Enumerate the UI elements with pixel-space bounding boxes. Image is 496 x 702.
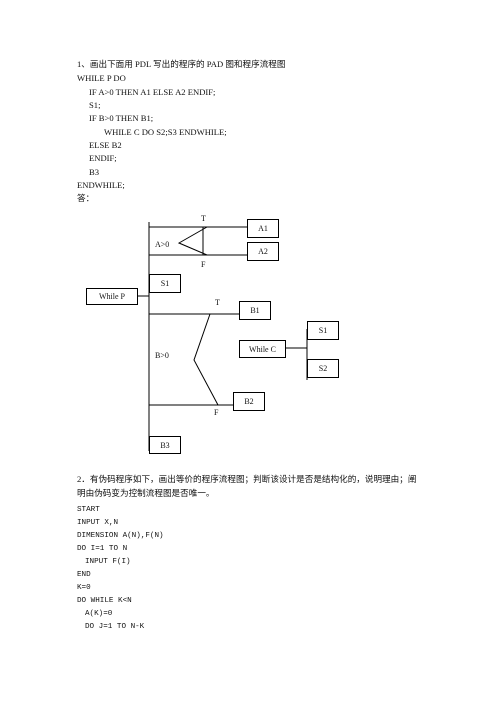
code-line: INPUT X,N <box>77 519 119 527</box>
while-p-box: While P <box>86 288 138 305</box>
false-label: F <box>214 408 219 417</box>
cond-a-label: A>0 <box>155 240 170 249</box>
code-line: DO WHILE K<N <box>77 597 132 605</box>
code-line: ENDWHILE; <box>77 180 125 190</box>
s2-box: S2 <box>307 359 339 378</box>
code-line: INPUT F(I) <box>85 558 131 566</box>
a1-box: A1 <box>247 219 279 238</box>
code-line: WHILE P DO <box>77 73 126 83</box>
b2-box: B2 <box>233 392 265 411</box>
s1-inner-box: S1 <box>307 321 339 340</box>
s1-main-box: S1 <box>149 274 181 293</box>
code-line: A(K)=0 <box>85 610 113 618</box>
code-line: END <box>77 571 91 579</box>
question-2-line2: 明由伪码变为控制流程图是否唯一。 <box>77 488 215 498</box>
true-label: T <box>215 298 220 307</box>
code-line: WHILE C DO S2;S3 ENDWHILE; <box>104 127 227 137</box>
code-line: K=0 <box>77 584 91 592</box>
while-c-box: While C <box>239 340 286 358</box>
code-line: B3 <box>89 167 100 177</box>
false-label: F <box>201 260 206 269</box>
true-label: T <box>201 214 206 223</box>
code-line: ENDIF; <box>89 153 117 163</box>
code-line: S1; <box>89 100 101 110</box>
question-1-title: 1、画出下面用 PDL 写出的程序的 PAD 图和程序流程图 <box>77 59 286 69</box>
cond-b-label: B>0 <box>155 351 169 360</box>
code-line: START <box>77 506 100 514</box>
b3-box: B3 <box>149 436 181 454</box>
code-line: DO I=1 TO N <box>77 545 128 553</box>
question-2-line1: 2．有伪码程序如下，画出等价的程序流程图；判断该设计是否是结构化的，说明理由；阐 <box>77 474 417 484</box>
b1-box: B1 <box>239 301 271 320</box>
code-line: IF A>0 THEN A1 ELSE A2 ENDIF; <box>89 87 216 97</box>
code-line: IF B>0 THEN B1; <box>89 113 154 123</box>
a2-box: A2 <box>247 242 279 261</box>
answer-label: 答： <box>77 193 95 203</box>
code-line: DO J=1 TO N-K <box>85 623 145 631</box>
code-line: ELSE B2 <box>89 140 122 150</box>
code-line: DIMENSION A(N),F(N) <box>77 532 164 540</box>
